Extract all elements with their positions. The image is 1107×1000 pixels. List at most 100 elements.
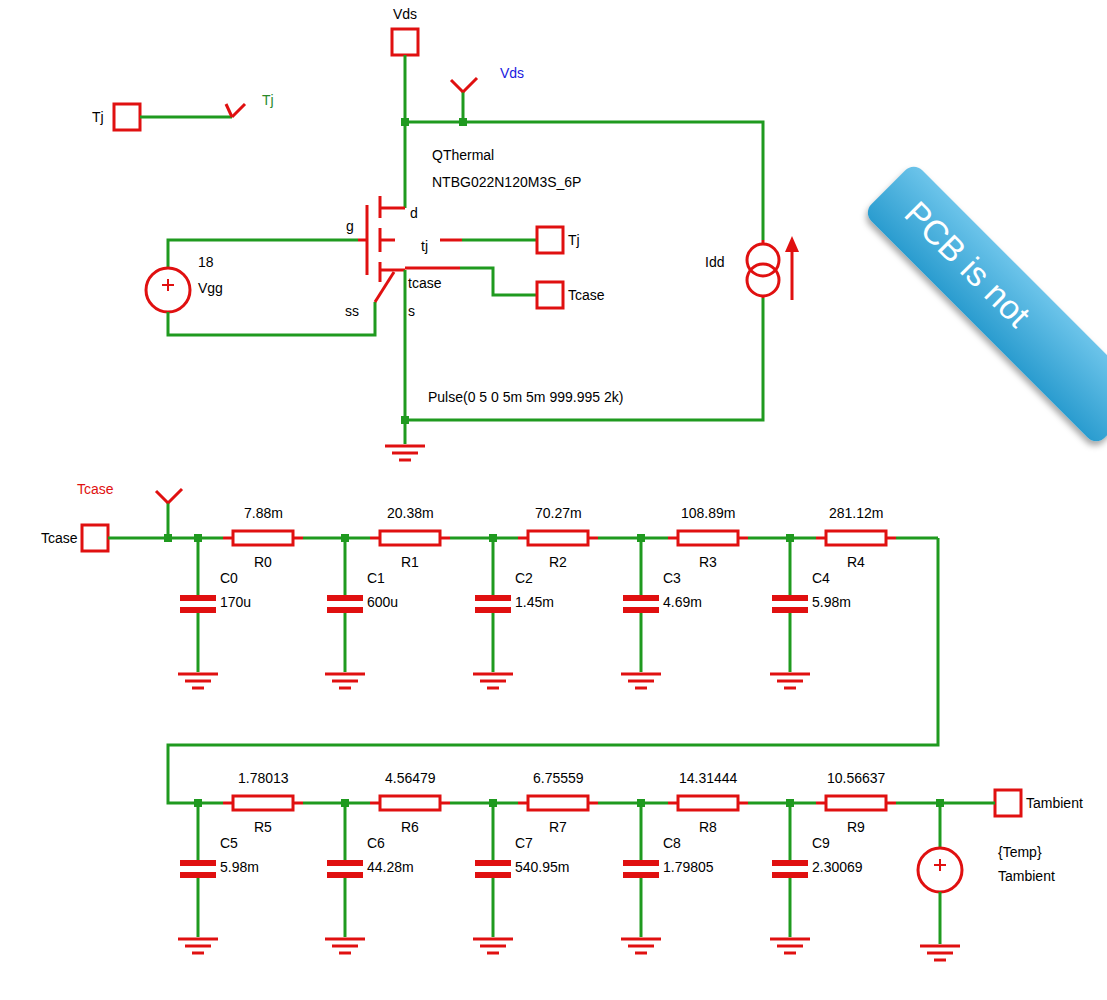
wire [896, 537, 938, 540]
signal-label: 1.78013 [238, 770, 289, 786]
signal-label: R0 [254, 554, 272, 570]
signal-label: NTBG022N120M3S_6P [432, 174, 581, 190]
ground-symbol [178, 938, 218, 941]
voltage-source [918, 848, 962, 892]
mosfet-drain [380, 207, 405, 210]
capacitor-symbol [475, 872, 511, 878]
resistor-symbol [528, 531, 588, 545]
current-source [747, 264, 779, 296]
capacitor-symbol [623, 595, 659, 601]
ground-symbol [770, 673, 810, 676]
terminal-square [995, 790, 1021, 816]
signal-label: {Temp} [998, 844, 1042, 860]
ground-symbol [635, 687, 647, 690]
capacitor-symbol [475, 860, 511, 866]
signal-label: C0 [220, 570, 238, 586]
signal-label: Tcase [77, 481, 114, 497]
net-flag [167, 503, 170, 538]
signal-label: C1 [367, 570, 385, 586]
junction-dot [489, 799, 497, 807]
resistor-symbol [380, 796, 440, 810]
resistor-symbol [233, 531, 293, 545]
capacitor-symbol [180, 860, 216, 866]
signal-label: C9 [812, 835, 830, 851]
wire [460, 268, 537, 295]
wire [450, 802, 518, 805]
signal-label: 2.30069 [812, 859, 863, 875]
terminal-square [82, 525, 108, 551]
resistor-symbol [826, 796, 886, 810]
terminal-square [537, 282, 563, 308]
wire [405, 298, 763, 420]
wire [404, 420, 407, 444]
signal-label: Tcase [41, 530, 78, 546]
ground-symbol [339, 687, 351, 690]
signal-label: 70.27m [535, 505, 582, 521]
wire [450, 537, 518, 540]
signal-label: R7 [549, 819, 567, 835]
capacitor-symbol [623, 872, 659, 878]
ground-symbol [784, 952, 796, 955]
ground-symbol [185, 680, 211, 683]
junction-dot [164, 534, 172, 542]
ground-symbol [332, 945, 358, 948]
junction-dot [637, 799, 645, 807]
plus-sign [934, 864, 946, 866]
wire [492, 803, 495, 860]
signal-label: C8 [663, 835, 681, 851]
resistor-symbol [233, 796, 293, 810]
signal-label: Idd [705, 254, 724, 270]
wire [404, 270, 407, 420]
signal-label: g [346, 218, 354, 234]
signal-label: R4 [847, 554, 865, 570]
ground-symbol [927, 952, 953, 955]
signal-label: R5 [254, 819, 272, 835]
mosfet-ss-pin [375, 272, 394, 302]
ground-symbol [480, 945, 506, 948]
signal-label: 170u [220, 594, 251, 610]
wire [168, 538, 938, 803]
signal-label: 6.75559 [533, 770, 584, 786]
signal-label: 4.56479 [385, 770, 436, 786]
wire [168, 240, 358, 268]
watermark-banner: PCB is not [863, 162, 1107, 446]
capacitor-symbol [180, 595, 216, 601]
capacitor-symbol [772, 595, 808, 601]
wire [197, 538, 200, 595]
capacitor-symbol [623, 607, 659, 613]
wire [939, 803, 942, 848]
wire [344, 803, 347, 860]
net-flag [156, 491, 168, 503]
wire [640, 538, 643, 595]
signal-label: tcase [408, 275, 441, 291]
wire [344, 538, 347, 595]
ground-symbol [487, 687, 499, 690]
wire [140, 116, 232, 119]
signal-label: 540.95m [515, 859, 569, 875]
ground-symbol [178, 673, 218, 676]
wire [492, 613, 495, 672]
mosfet-tj-pin [440, 239, 462, 242]
junction-dot [637, 534, 645, 542]
ground-symbol [487, 952, 499, 955]
current-source [747, 244, 779, 276]
ground-symbol [628, 680, 654, 683]
signal-label: R6 [401, 819, 419, 835]
wire [492, 878, 495, 937]
junction-dot [194, 534, 202, 542]
ground-symbol [621, 673, 661, 676]
capacitor-symbol [327, 872, 363, 878]
ground-symbol [920, 945, 960, 948]
mosfet-source [380, 269, 405, 272]
capacitor-symbol [772, 607, 808, 613]
ground-symbol [473, 938, 513, 941]
wire [598, 537, 668, 540]
ground-symbol [635, 952, 647, 955]
signal-label: 600u [367, 594, 398, 610]
wire [492, 538, 495, 595]
signal-label: ss [345, 303, 359, 319]
ground-symbol [628, 945, 654, 948]
capacitor-symbol [327, 595, 363, 601]
signal-label: R2 [549, 554, 567, 570]
terminal-square [392, 29, 418, 55]
